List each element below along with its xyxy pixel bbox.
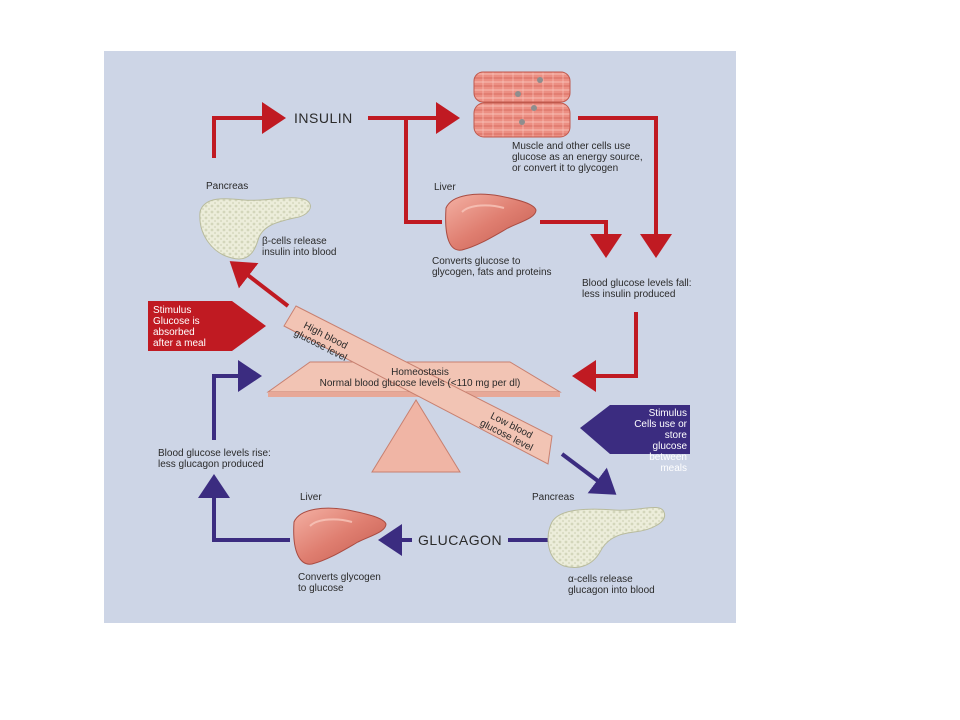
fulcrum-triangle [371,399,461,473]
stimulus-meal-text: Stimulus Glucose is absorbed after a mea… [153,305,206,349]
liver-to-rise-arrow [198,474,290,542]
muscle-cells-caption: Muscle and other cells use glucose as an… [512,141,643,174]
rise-to-homeostasis-arrow [212,360,262,440]
liver-illustration [309,518,353,527]
insulin-label: INSULIN [294,110,353,126]
fall-to-homeostasis-arrow [572,312,638,392]
insulin-pathway [212,102,672,392]
liver-top-label: Liver [434,182,456,193]
stimulus-meal-banner [148,301,266,351]
tilted-board [283,305,553,465]
pancreas-to-insulin-arrow [212,102,286,158]
pancreas-top-label: Pancreas [206,181,249,192]
stimulus-between-text: Stimulus Cells use or store glucose betw… [634,408,687,474]
blood-glucose-fall-caption: Blood glucose levels fall: less insulin … [582,278,692,300]
alpha-cells-caption: α-cells release glucagon into blood [568,574,655,596]
high-to-pancreas-arrow [229,261,290,308]
low-to-pancreas-arrow [560,452,617,495]
pancreas-illustration [199,197,311,260]
liver-bottom-label: Liver [300,492,322,503]
pancreas-bottom-label: Pancreas [532,492,575,503]
liver-top-caption: Converts glucose to glycogen, fats and p… [432,256,552,278]
muscle-to-fall-arrow [578,116,672,258]
beta-cells-caption: β-cells release insulin into blood [262,236,337,258]
glucagon-label: GLUCAGON [418,532,503,548]
blood-glucose-rise-caption: Blood glucose levels rise: less glucagon… [158,448,271,470]
stimulus-between-banner [580,405,690,454]
liver-bottom-caption: Converts glycogen to glucose [298,572,381,594]
homeostasis-label: Homeostasis Normal blood glucose levels … [319,367,521,389]
liver-illustration [461,204,505,213]
liver-to-fall-arrow [540,220,622,258]
glucagon-pathway [198,360,617,556]
muscle-cells-illustration [473,71,571,138]
pancreas-illustration [547,507,666,568]
insulin-to-liver-branch [404,118,442,224]
